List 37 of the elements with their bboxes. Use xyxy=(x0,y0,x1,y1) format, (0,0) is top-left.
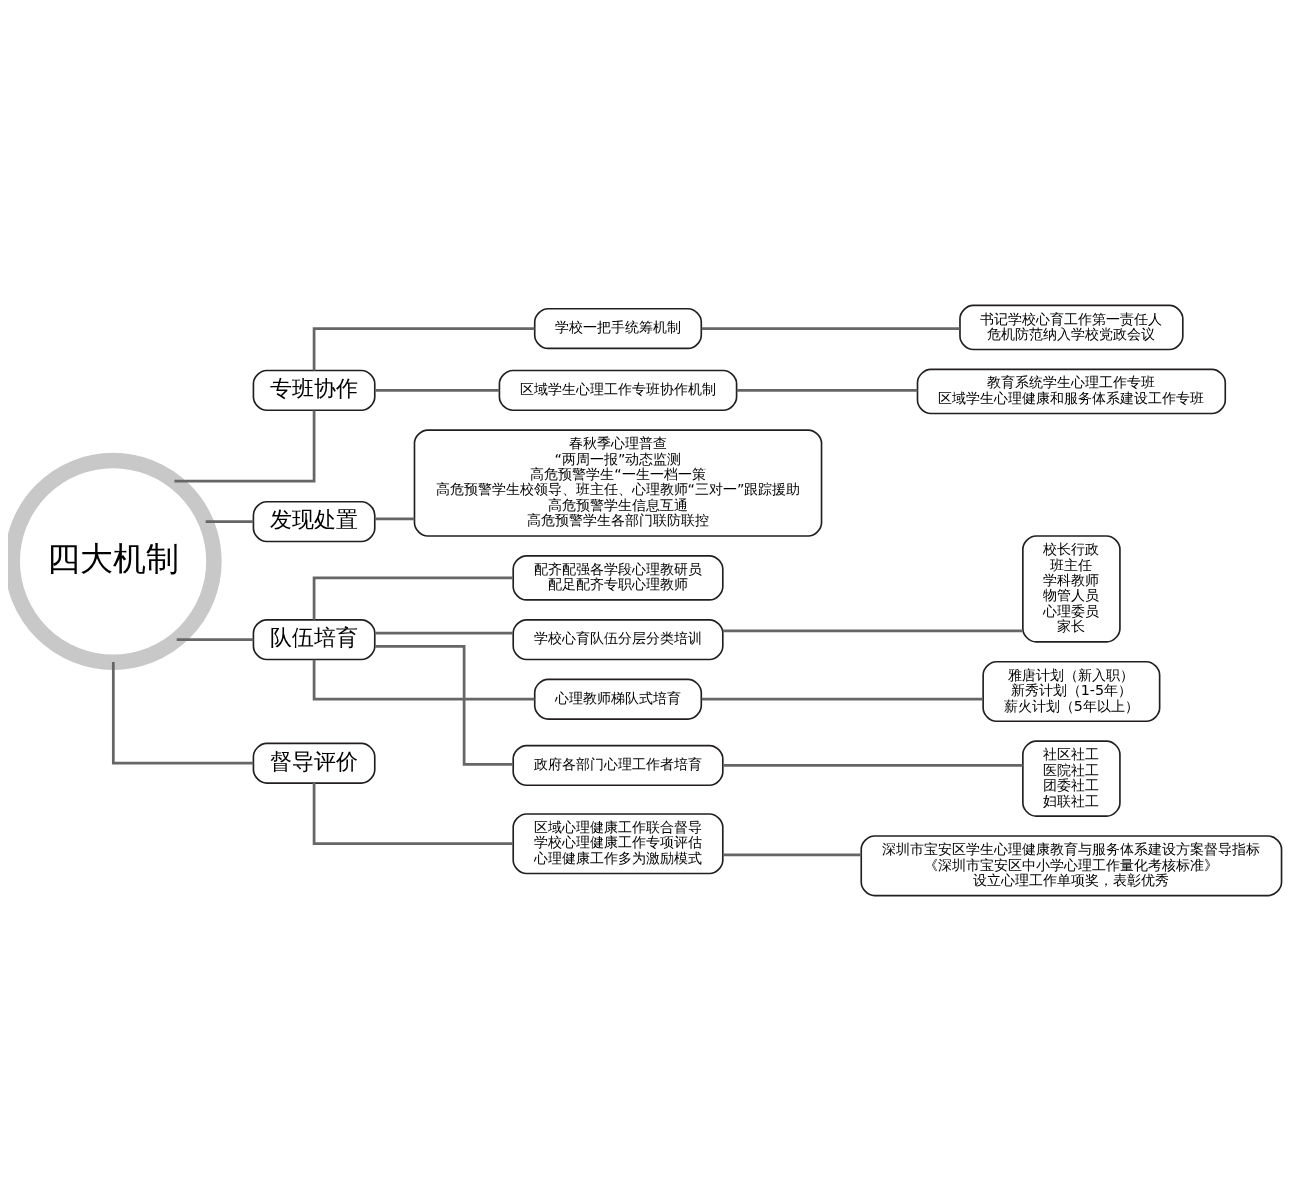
connector xyxy=(205,519,254,523)
connector xyxy=(111,661,254,765)
node-circle: 四大机制 xyxy=(8,452,222,670)
node-box: 社区社工 医院社工 团委社工 妇联社工 xyxy=(1022,739,1121,817)
node-box: 学校一把手统筹机制 xyxy=(533,307,703,349)
node-box: 督导评价 xyxy=(252,742,376,784)
node-box: 春秋季心理普查 “两周一报”动态监测 高危预警学生“一生一档一策 高危预警学生校领导、班主任、心理教师“三对一”跟踪援助 高危预警学生信息互通 高危预警学生各部门联防联控 xyxy=(413,428,823,537)
node-box: 区域学生心理工作专班协作机制 xyxy=(498,369,738,411)
connector xyxy=(312,782,513,845)
connector xyxy=(374,631,514,634)
connector xyxy=(174,410,316,483)
connector xyxy=(375,644,513,766)
connector xyxy=(312,326,535,370)
connector xyxy=(722,852,862,856)
node-box: 雅唐计划（新入职） 新秀计划（1-5年） 薪火计划（5年以上） xyxy=(982,660,1161,722)
node-box: 区域心理健康工作联合督导 学校心理健康工作专项评估 心理健康工作多为激励模式 xyxy=(512,812,724,874)
connector xyxy=(736,388,918,392)
node-box: 队伍培育 xyxy=(252,618,376,660)
connector xyxy=(374,388,500,392)
node-box: 教育系统学生心理工作专班 区域学生心理健康和服务体系建设工作专班 xyxy=(916,368,1227,414)
node-box: 政府各部门心理工作者培育 xyxy=(512,744,724,786)
connector xyxy=(701,326,960,330)
connector xyxy=(176,637,254,641)
connector xyxy=(312,576,513,620)
connector xyxy=(722,763,1023,767)
node-box: 心理教师梯队式培育 xyxy=(533,678,703,720)
connector xyxy=(701,697,983,701)
node-box: 专班协作 xyxy=(252,369,376,411)
node-box: 深圳市宝安区学生心理健康教育与服务体系建设方案督导指标 《深圳市宝安区中小学心理工作量化考核标准》 设立心理工作单项奖，表彰优秀 xyxy=(860,834,1283,896)
node-box: 书记学校心育工作第一责任人 危机防范纳入学校党政会议 xyxy=(959,304,1184,350)
node-box: 学校心育队伍分层分类培训 xyxy=(512,618,724,660)
connector xyxy=(722,628,1023,632)
connector xyxy=(374,517,415,520)
node-box: 配齐配强各学段心理教研员 配足配齐专职心理教师 xyxy=(512,554,724,601)
node-box: 发现处置 xyxy=(252,500,376,542)
connector xyxy=(312,659,535,701)
node-box: 校长行政 班主任 学科教师 物管人员 心理委员 家长 xyxy=(1022,534,1121,643)
